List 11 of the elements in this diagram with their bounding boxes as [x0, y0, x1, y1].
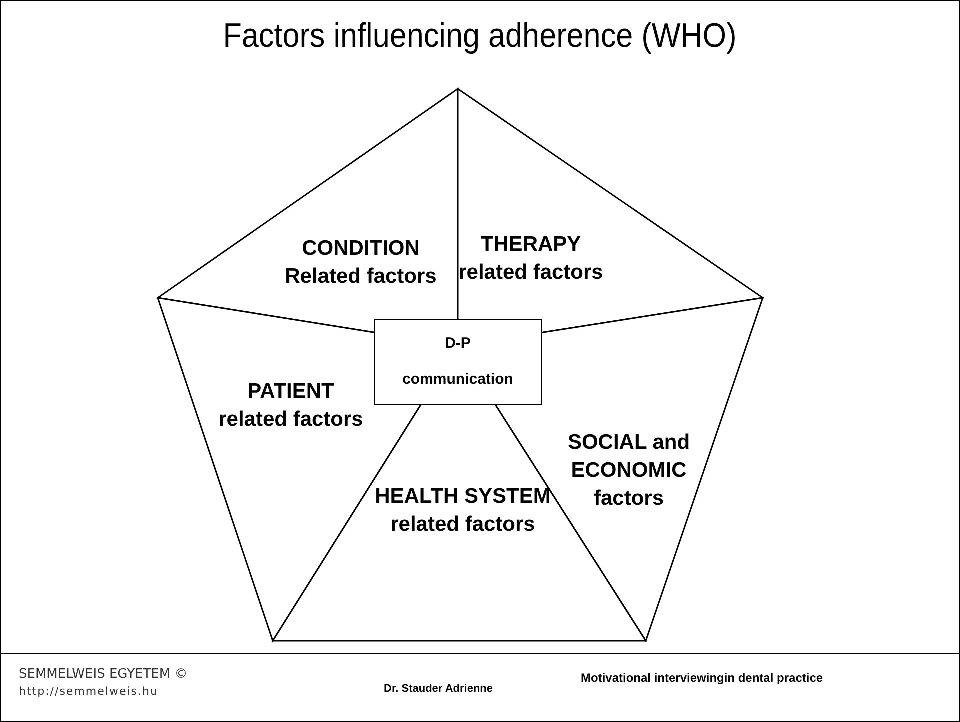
footer-text: SEMMELWEIS EGYETEM © — [19, 667, 188, 682]
segment-label: THERAPY related factors — [458, 232, 604, 286]
segment-label: CONDITION Related factors — [284, 236, 438, 290]
footer-text: Dr. Stauder Adrienne — [384, 683, 494, 695]
segment-label: PATIENT related factors — [218, 379, 364, 433]
segment-label: SOCIAL and ECONOMIC factors — [566, 430, 692, 512]
segment-label: HEALTH SYSTEM related factors — [374, 484, 552, 538]
text-box: D-P communication — [374, 319, 542, 405]
title: Factors influencing adherence (WHO) — [222, 17, 738, 56]
footer-text: Motivational interviewingin dental practice — [581, 671, 824, 685]
web-address: http://semmelweis.hu — [19, 685, 158, 698]
